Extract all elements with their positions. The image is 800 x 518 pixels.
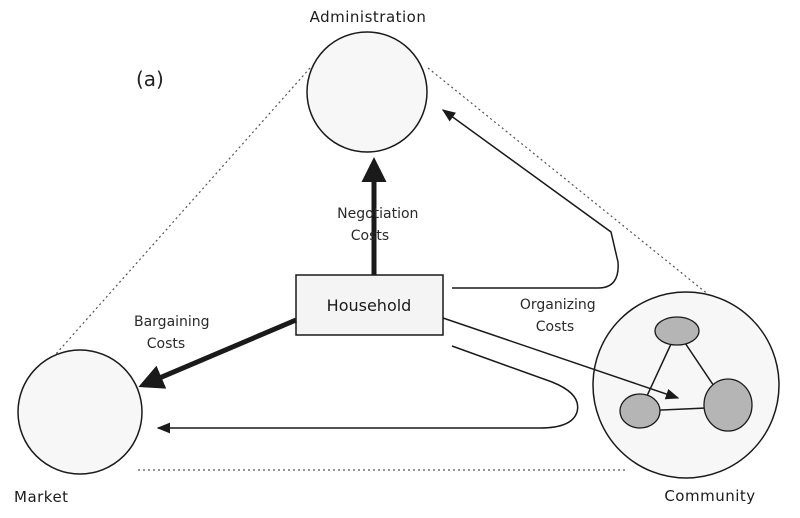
community-member-links: [638, 329, 730, 412]
panel-label: (a): [136, 67, 164, 91]
bargaining-costs-label: Bargaining Costs: [134, 314, 214, 352]
return-path-to-administration: [441, 109, 619, 289]
organizing-line2: Costs: [536, 319, 574, 335]
household-box[interactable]: Household: [295, 274, 444, 336]
bargaining-line2: Costs: [147, 336, 185, 352]
organizing-arrow: [442, 317, 680, 400]
triangle-left-edge: [54, 67, 311, 356]
bargaining-line1: Bargaining: [134, 314, 210, 330]
community-label: Community: [664, 487, 755, 505]
community-member-right: [703, 378, 753, 432]
administration-circle[interactable]: [306, 31, 428, 153]
negotiation-line2: Costs: [351, 228, 389, 244]
market-label: Market: [14, 488, 69, 506]
community-member-left: [619, 393, 661, 429]
organizing-costs-label: Organizing Costs: [520, 297, 600, 335]
market-circle[interactable]: [17, 349, 143, 475]
organizing-line1: Organizing: [520, 297, 596, 313]
household-rect[interactable]: [295, 274, 444, 336]
negotiation-costs-label: Negotiation Costs: [337, 206, 423, 244]
return-path-to-market: [156, 345, 579, 434]
community-circle[interactable]: [592, 291, 780, 479]
dotted-triangle: [54, 67, 726, 471]
community-group[interactable]: [592, 291, 780, 479]
negotiation-line1: Negotiation: [337, 206, 418, 222]
community-member-top: [654, 316, 700, 346]
bargaining-arrow: [138, 317, 297, 389]
administration-label: Administration: [310, 8, 427, 26]
triangle-right-edge: [427, 67, 726, 309]
household-label: Household: [327, 296, 412, 315]
